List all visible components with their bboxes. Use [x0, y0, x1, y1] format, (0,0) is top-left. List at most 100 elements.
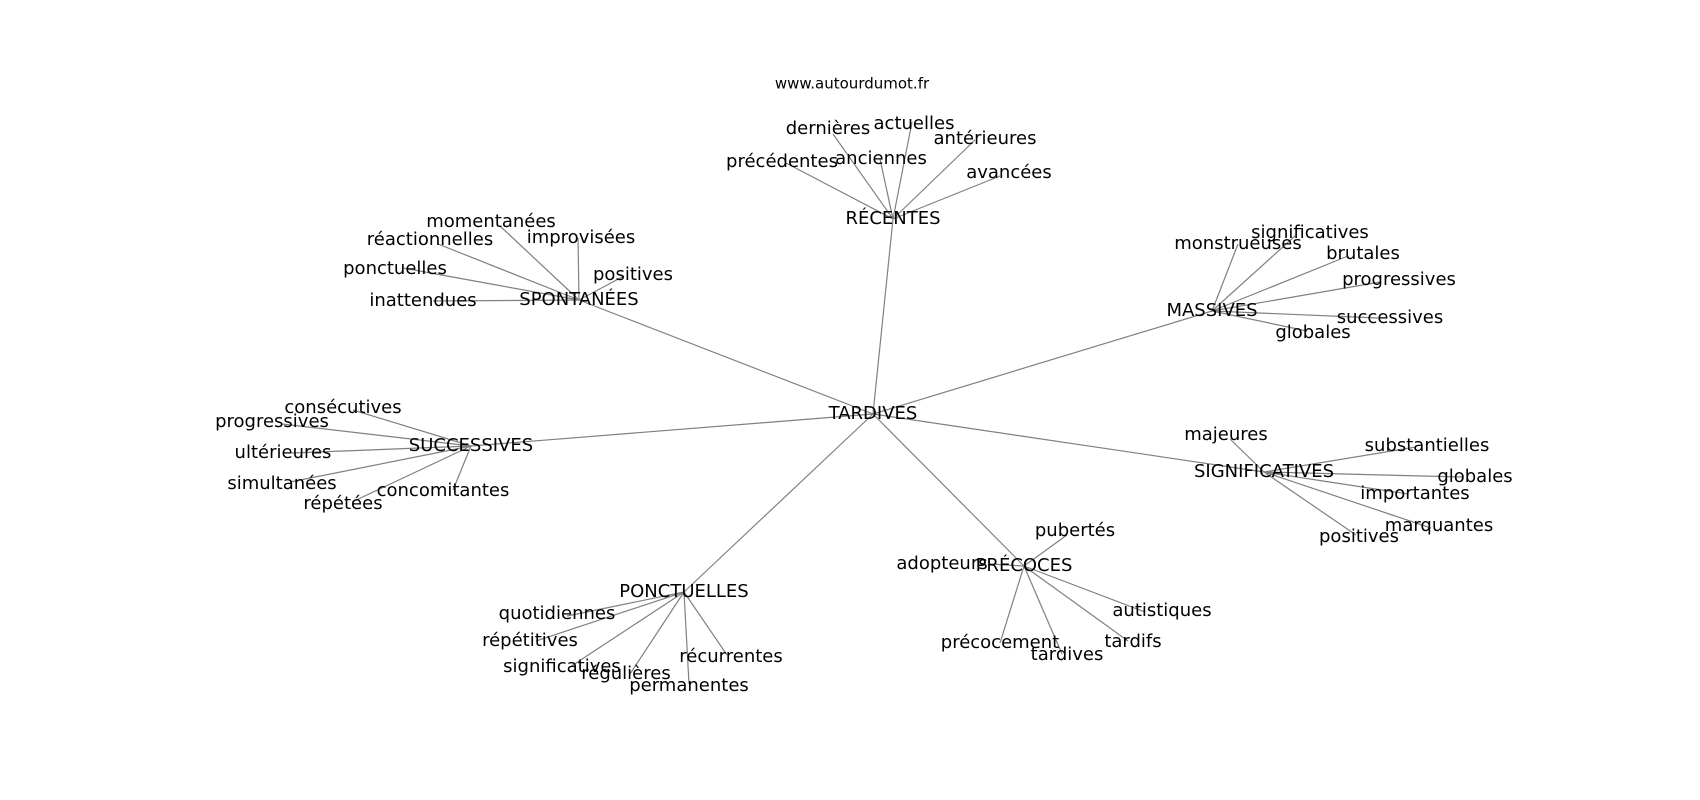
edge-massives-monstrueuses: [1211, 243, 1239, 312]
edge-precoces-autistiques: [1023, 565, 1146, 613]
leaf-node-spontanees-reactionnelles: réactionnelles: [367, 229, 493, 250]
leaf-node-spontanees-momentanees: momentanées: [426, 211, 556, 232]
leaf-node-spontanees-improvisees: improvisées: [527, 227, 636, 248]
leaf-node-ponctuelles-significatives: significatives: [503, 656, 621, 677]
leaf-node-successives-repetees: répétées: [303, 493, 382, 514]
edge-precoces-precocement: [999, 565, 1025, 644]
site-name: www.autourdumot.fr: [775, 75, 930, 93]
leaf-node-precoces-precocement: précocement: [941, 632, 1059, 653]
edge-root-massives: [872, 310, 1213, 415]
leaf-node-spontanees-positives: positives: [593, 264, 673, 285]
leaf-node-massives-significatives: significatives: [1251, 222, 1369, 243]
edge-significatives-substantielles: [1263, 446, 1417, 473]
leaf-node-ponctuelles-repetitives: répétitives: [482, 630, 578, 651]
edge-significatives-marquantes: [1263, 471, 1432, 529]
edge-spontanees-improvisees: [577, 237, 580, 301]
leaf-node-precoces-tardifs: tardifs: [1104, 631, 1161, 652]
cluster-node-successives: SUCCESSIVES: [409, 435, 533, 456]
leaf-node-successives-concomitantes: concomitantes: [377, 480, 510, 501]
edge-successives-repetees: [351, 445, 472, 503]
edge-root-spontanees: [578, 299, 874, 415]
cluster-node-spontanees: SPONTANÉES: [519, 288, 638, 310]
edge-recentes-actuelles: [892, 121, 913, 220]
leaf-node-precoces-adopteurs: adopteurs: [896, 553, 987, 574]
cluster-node-ponctuelles: PONCTUELLES: [619, 581, 748, 602]
leaf-node-significatives-positives: positives: [1319, 526, 1399, 547]
leaf-node-significatives-majeures: majeures: [1184, 424, 1268, 445]
edge-root-successives: [470, 413, 874, 447]
edge-root-precoces: [872, 413, 1025, 567]
leaf-node-spontanees-ponctuelles: ponctuelles: [343, 258, 447, 279]
edge-root-recentes: [872, 218, 894, 415]
edge-significatives-positives: [1263, 471, 1357, 536]
leaf-node-massives-progressives: progressives: [1342, 269, 1456, 290]
leaf-node-significatives-importantes: importantes: [1360, 483, 1469, 504]
edge-precoces-adopteurs: [989, 563, 1025, 567]
edge-massives-progressives: [1211, 281, 1381, 312]
leaf-node-massives-successives: successives: [1337, 307, 1444, 328]
edge-significatives-globales: [1263, 471, 1464, 478]
edge-precoces-pubertes: [1023, 534, 1068, 567]
leaf-node-ponctuelles-permanentes: permanentes: [629, 675, 749, 696]
edge-significatives-importantes: [1263, 471, 1409, 495]
leaf-node-recentes-anciennes: anciennes: [835, 148, 927, 169]
leaf-node-massives-globales: globales: [1275, 322, 1350, 343]
edge-massives-globales: [1211, 310, 1308, 332]
leaf-node-recentes-avancees: avancées: [966, 162, 1052, 183]
leaf-node-massives-monstrueuses: monstrueuses: [1174, 233, 1302, 254]
leaf-node-recentes-actuelles: actuelles: [874, 113, 955, 134]
leaf-node-significatives-substantielles: substantielles: [1365, 435, 1490, 456]
edge-ponctuelles-permanentes: [683, 591, 690, 685]
leaf-node-successives-progressives: progressives: [215, 411, 329, 432]
edge-massives-brutales: [1211, 255, 1349, 312]
cluster-node-precoces: PRÉCOCES: [976, 554, 1073, 576]
edge-precoces-tardives: [1023, 565, 1063, 655]
edge-successives-ulterieures: [291, 445, 472, 454]
leaf-node-ponctuelles-recurrentes: récurrentes: [679, 646, 782, 667]
edge-precoces-tardifs: [1023, 565, 1129, 642]
edge-successives-consecutives: [352, 409, 472, 447]
edge-recentes-anciennes: [879, 158, 894, 220]
edge-massives-successives: [1211, 310, 1379, 319]
edge-recentes-dernieres: [832, 133, 894, 220]
leaf-node-recentes-dernieres: dernières: [786, 118, 871, 139]
leaf-node-significatives-globales: globales: [1437, 466, 1512, 487]
edge-ponctuelles-recurrentes: [683, 591, 728, 656]
leaf-node-precoces-autistiques: autistiques: [1112, 600, 1211, 621]
edge-ponctuelles-regulieres: [629, 591, 685, 675]
edge-root-ponctuelles: [683, 413, 874, 593]
edge-recentes-anterieures: [892, 139, 976, 220]
edge-spontanees-reactionnelles: [437, 243, 580, 301]
leaf-node-spontanees-inattendues: inattendues: [369, 290, 476, 311]
leaf-node-recentes-anterieures: antérieures: [934, 128, 1037, 149]
edge-successives-simultanees: [289, 445, 472, 483]
edge-significatives-majeures: [1229, 438, 1265, 473]
edge-recentes-precedentes: [785, 162, 894, 220]
leaf-node-significatives-marquantes: marquantes: [1385, 515, 1493, 536]
edge-ponctuelles-repetitives: [535, 591, 685, 642]
edge-spontanees-momentanees: [499, 225, 580, 301]
leaf-node-ponctuelles-quotidiennes: quotidiennes: [499, 603, 616, 624]
leaf-node-ponctuelles-regulieres: régulières: [581, 663, 670, 684]
cluster-node-recentes: RÉCENTES: [845, 207, 940, 229]
edge-spontanees-ponctuelles: [402, 267, 580, 301]
edge-successives-progressives: [281, 423, 472, 447]
edge-root-significatives: [872, 413, 1265, 473]
edge-recentes-avancees: [892, 175, 1001, 220]
cluster-node-massives: MASSIVES: [1166, 300, 1257, 321]
leaf-node-precoces-pubertes: pubertés: [1035, 520, 1115, 541]
leaf-node-recentes-precedentes: précédentes: [726, 151, 838, 172]
edges: [281, 121, 1464, 685]
leaf-node-successives-ulterieures: ultérieures: [235, 442, 332, 463]
leaf-node-precoces-tardives: tardives: [1031, 644, 1104, 665]
edge-ponctuelles-quotidiennes: [566, 591, 685, 617]
edge-massives-significatives: [1211, 235, 1296, 312]
leaf-node-successives-simultanees: simultanées: [227, 473, 336, 494]
edge-spontanees-inattendues: [432, 299, 580, 302]
root-node: TARDIVES: [828, 403, 918, 424]
edge-spontanees-positives: [578, 275, 625, 301]
edge-ponctuelles-significatives: [569, 591, 685, 668]
leaf-node-massives-brutales: brutales: [1326, 243, 1400, 264]
